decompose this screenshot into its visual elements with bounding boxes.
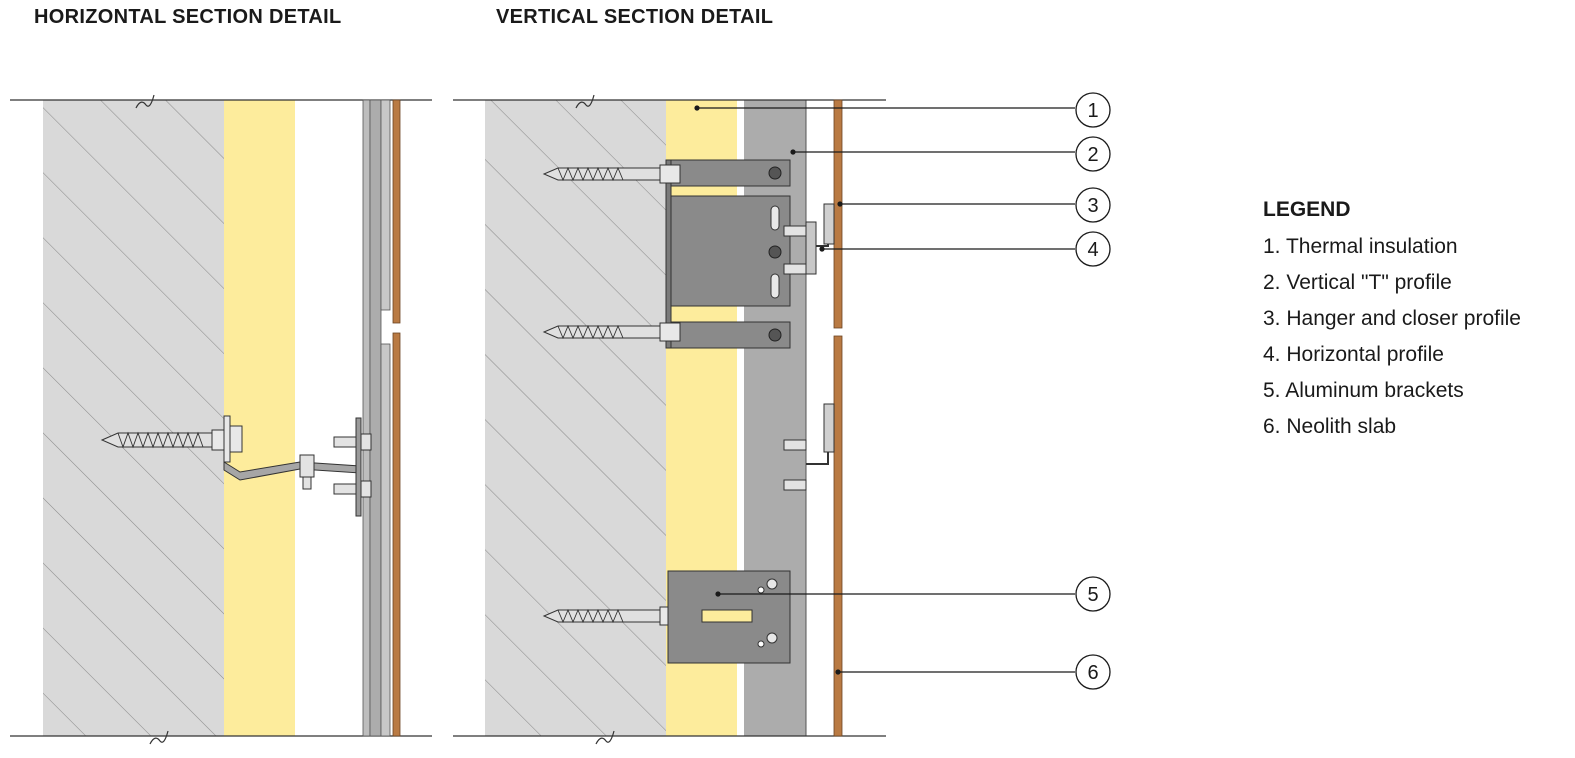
neolith-slab-lower bbox=[833, 335, 843, 737]
screw-upper bbox=[333, 433, 372, 451]
hanger-profile-lower bbox=[380, 343, 391, 737]
legend-item-hanger-closer-profile: 3. Hanger and closer profile bbox=[1263, 307, 1521, 330]
bracket-bolt bbox=[299, 454, 315, 490]
callout-number-3: 3 bbox=[1087, 195, 1098, 217]
vertical-section bbox=[453, 94, 886, 745]
callout-2: 2 bbox=[790, 136, 1111, 172]
break-mark-bottom bbox=[595, 730, 615, 745]
callout-4: 4 bbox=[819, 231, 1111, 267]
anchor-bolt-2 bbox=[542, 322, 681, 342]
callout-number-6: 6 bbox=[1087, 662, 1098, 684]
callouts: 1 2 3 4 5 6 bbox=[694, 92, 1111, 690]
horizontal-section-title: HORIZONTAL SECTION DETAIL bbox=[34, 6, 342, 28]
legend: LEGEND 1. Thermal insulation 2. Vertical… bbox=[1263, 198, 1521, 445]
lower-bracket bbox=[667, 570, 791, 664]
anchor-bolt-3 bbox=[542, 606, 681, 626]
legend-list: 1. Thermal insulation 2. Vertical "T" pr… bbox=[1263, 229, 1521, 445]
concrete-hatch bbox=[485, 100, 666, 736]
legend-item-horizontal-profile: 4. Horizontal profile bbox=[1263, 343, 1444, 366]
anchor-bolt bbox=[100, 415, 243, 463]
screws-middle bbox=[783, 403, 835, 491]
screw-lower bbox=[333, 480, 372, 498]
break-mark-top bbox=[575, 94, 595, 109]
horizontal-section bbox=[10, 94, 432, 745]
callout-6: 6 bbox=[835, 654, 1111, 690]
callout-3: 3 bbox=[837, 187, 1111, 223]
legend-item-thermal-insulation: 1. Thermal insulation bbox=[1263, 235, 1458, 258]
vertical-t-profile-web bbox=[369, 99, 382, 737]
callout-1: 1 bbox=[694, 92, 1111, 128]
screws-upper bbox=[783, 203, 835, 275]
bracket-plate bbox=[355, 417, 362, 517]
hanger-profile bbox=[380, 99, 391, 311]
concrete-hatch bbox=[43, 100, 224, 736]
legend-title: LEGEND bbox=[1263, 198, 1351, 221]
neolith-slab-upper bbox=[833, 99, 843, 329]
break-mark-top bbox=[135, 94, 155, 109]
callout-number-4: 4 bbox=[1087, 239, 1098, 261]
neolith-slab-lower bbox=[392, 332, 401, 737]
break-mark-bottom bbox=[149, 730, 169, 745]
vertical-section-title: VERTICAL SECTION DETAIL bbox=[496, 6, 774, 28]
anchor-bolt-1 bbox=[542, 164, 681, 184]
callout-number-1: 1 bbox=[1087, 100, 1098, 122]
legend-item-neolith-slab: 6. Neolith slab bbox=[1263, 415, 1397, 438]
legend-item-vertical-t-profile: 2. Vertical "T" profile bbox=[1263, 271, 1452, 294]
vertical-t-profile bbox=[362, 99, 371, 737]
callout-number-5: 5 bbox=[1087, 584, 1098, 606]
legend-item-aluminum-brackets: 5. Aluminum brackets bbox=[1263, 379, 1464, 402]
neolith-slab-upper bbox=[392, 99, 401, 324]
callout-5: 5 bbox=[715, 576, 1111, 612]
upper-bracket bbox=[665, 159, 791, 349]
callout-number-2: 2 bbox=[1087, 144, 1098, 166]
thermal-insulation bbox=[224, 100, 295, 736]
